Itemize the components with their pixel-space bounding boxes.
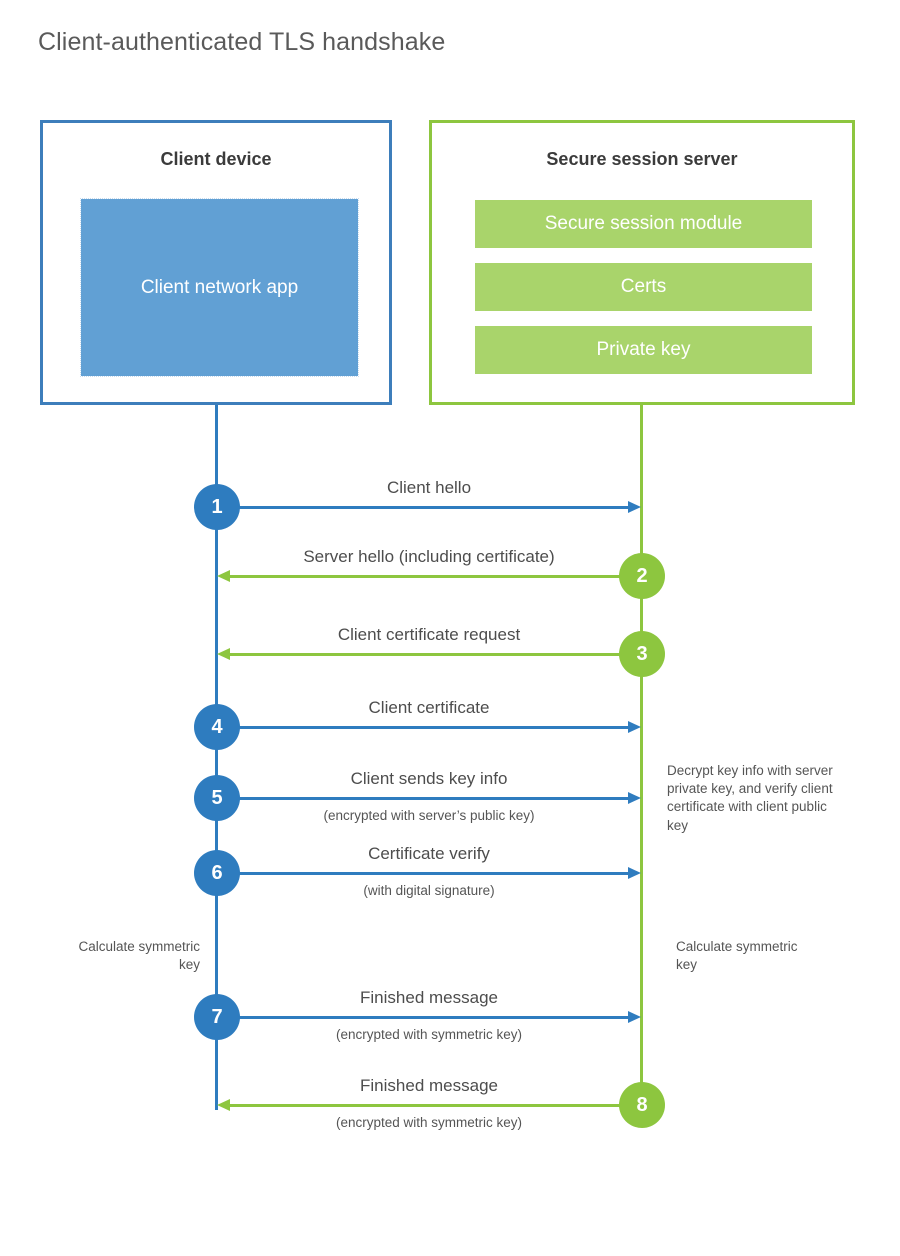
message-2-arrowhead <box>217 570 230 582</box>
message-2-line <box>230 575 641 578</box>
message-6-sublabel: (with digital signature) <box>363 883 495 898</box>
message-5-label: Client sends key info <box>350 769 508 788</box>
message-6-arrowhead <box>628 867 641 879</box>
annotation-server-decrypt: Decrypt key info with server private key… <box>667 763 833 833</box>
step-circle-4: 4 <box>194 704 240 750</box>
message-3-label: Client certificate request <box>337 625 521 644</box>
message-4-label: Client certificate <box>368 698 490 717</box>
annotation-client-calculate-symmetric-key: Calculate symmetric key <box>78 939 200 973</box>
message-6-label: Certificate verify <box>368 844 490 863</box>
message-8-arrowhead <box>217 1099 230 1111</box>
message-8-line <box>230 1104 641 1107</box>
step-circle-7: 7 <box>194 994 240 1040</box>
message-6-line <box>217 872 628 875</box>
message-5-sublabel: (encrypted with server’s public key) <box>323 808 535 823</box>
step-circle-2: 2 <box>619 553 665 599</box>
server-module-secure-session-module: Secure session module <box>475 200 812 248</box>
annotation-server-calculate-symmetric-key: Calculate symmetric key <box>676 939 798 973</box>
page-title: Client-authenticated TLS handshake <box>38 28 446 56</box>
message-3-line <box>230 653 641 656</box>
step-circle-3: 3 <box>619 631 665 677</box>
step-circle-8: 8 <box>619 1082 665 1128</box>
client-device-title: Client device <box>160 149 272 169</box>
message-1-arrowhead <box>628 501 641 513</box>
message-1-line <box>217 506 628 509</box>
actor-box-client-device: Client device Client network app <box>40 120 392 405</box>
message-7-label: Finished message <box>360 988 498 1007</box>
message-8-sublabel: (encrypted with symmetric key) <box>335 1115 523 1130</box>
server-module-private-key: Private key <box>475 326 812 374</box>
message-3-arrowhead <box>217 648 230 660</box>
message-8-label: Finished message <box>360 1076 498 1095</box>
message-1-label: Client hello <box>386 478 472 497</box>
step-circle-6: 6 <box>194 850 240 896</box>
message-2-label: Server hello (including certificate) <box>303 547 555 566</box>
server-lifeline <box>640 405 643 1107</box>
message-5-arrowhead <box>628 792 641 804</box>
client-lifeline <box>215 405 218 1110</box>
secure-session-server-title: Secure session server <box>546 149 738 169</box>
step-circle-1: 1 <box>194 484 240 530</box>
message-5-line <box>217 797 628 800</box>
message-7-sublabel: (encrypted with symmetric key) <box>335 1027 523 1042</box>
actor-box-secure-session-server: Secure session server Secure session mod… <box>429 120 855 405</box>
server-module-certs: Certs <box>475 263 812 311</box>
message-4-arrowhead <box>628 721 641 733</box>
step-circle-5: 5 <box>194 775 240 821</box>
client-network-app-block: Client network app <box>80 198 359 377</box>
message-4-line <box>217 726 628 729</box>
message-7-arrowhead <box>628 1011 641 1023</box>
message-7-line <box>217 1016 628 1019</box>
